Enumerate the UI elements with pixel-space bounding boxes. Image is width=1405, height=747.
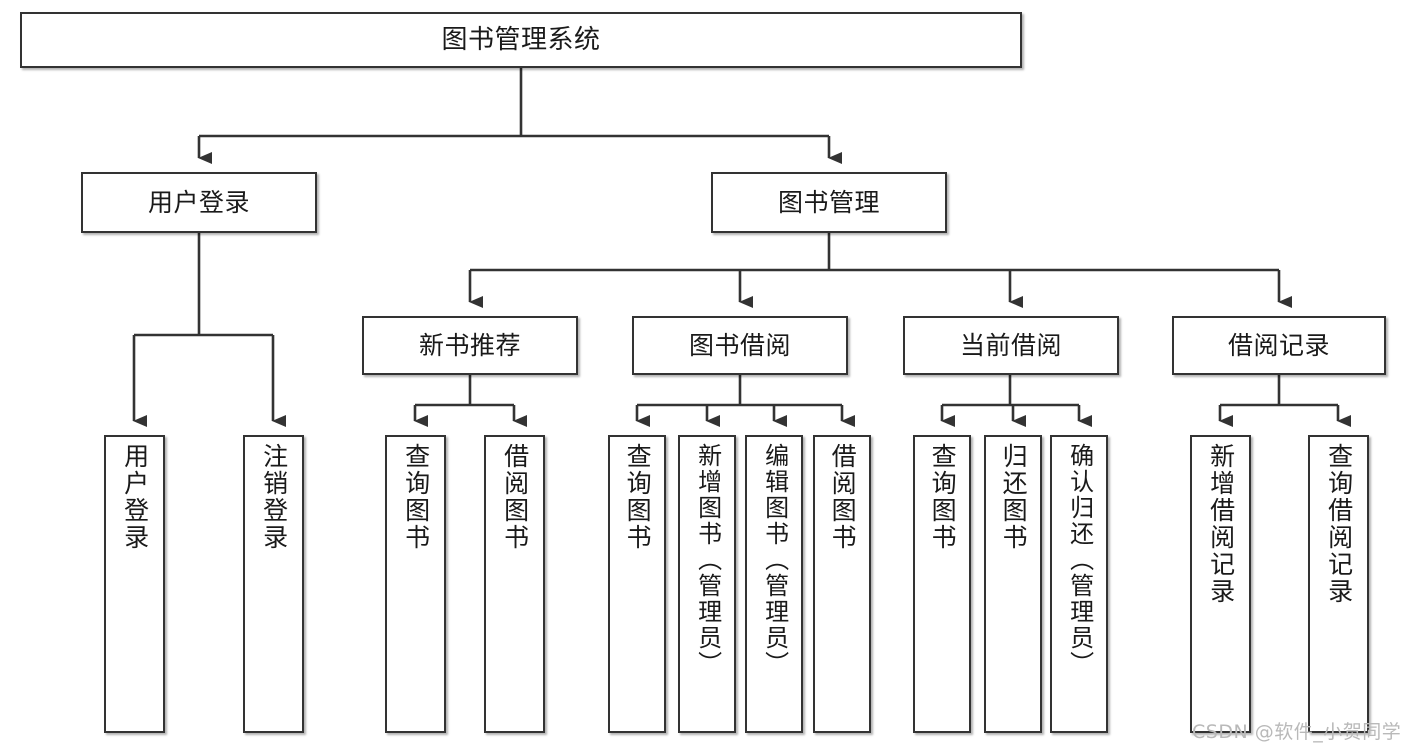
node-leaf-borrow-book-1-label: 借阅图书 (500, 443, 530, 551)
node-leaf-add-record[interactable]: 新增借阅记录 (1190, 435, 1251, 733)
node-new-book-rec[interactable]: 新书推荐 (362, 316, 578, 375)
node-leaf-query-book-2-label: 查询图书 (623, 443, 653, 551)
node-leaf-query-book-3-label: 查询图书 (928, 443, 958, 551)
node-root[interactable]: 图书管理系统 (20, 12, 1022, 68)
node-book-manage-label: 图书管理 (777, 187, 880, 217)
node-leaf-borrow-book-2-label: 借阅图书 (828, 443, 858, 551)
node-current-borrow[interactable]: 当前借阅 (903, 316, 1119, 375)
node-leaf-add-book[interactable]: 新增图书（管理员） (678, 435, 736, 733)
node-user-login[interactable]: 用户登录 (81, 172, 317, 233)
watermark: CSDN @软件_小贺同学 (1192, 721, 1402, 743)
node-leaf-user-login-label: 用户登录 (120, 443, 150, 551)
node-book-borrow-label: 图书借阅 (688, 330, 791, 360)
node-leaf-add-book-label: 新增图书（管理员） (693, 443, 722, 677)
node-leaf-return-book-label: 归还图书 (999, 443, 1029, 551)
node-user-login-label: 用户登录 (147, 187, 250, 217)
node-leaf-logout-login-label: 注销登录 (259, 443, 289, 551)
node-leaf-borrow-book-2[interactable]: 借阅图书 (813, 435, 871, 733)
node-leaf-query-book-2[interactable]: 查询图书 (608, 435, 666, 733)
node-leaf-confirm-return-label: 确认归还（管理员） (1065, 443, 1094, 677)
node-leaf-borrow-book-1[interactable]: 借阅图书 (484, 435, 545, 733)
node-root-label: 图书管理系统 (441, 24, 601, 55)
node-new-book-rec-label: 新书推荐 (418, 330, 521, 360)
node-leaf-query-book-1[interactable]: 查询图书 (385, 435, 446, 733)
node-leaf-confirm-return[interactable]: 确认归还（管理员） (1050, 435, 1108, 733)
node-leaf-query-book-3[interactable]: 查询图书 (913, 435, 971, 733)
node-leaf-add-record-label: 新增借阅记录 (1206, 443, 1236, 605)
node-book-manage[interactable]: 图书管理 (711, 172, 947, 233)
node-leaf-user-login[interactable]: 用户登录 (104, 435, 165, 733)
node-leaf-edit-book[interactable]: 编辑图书（管理员） (745, 435, 803, 733)
node-borrow-record-label: 借阅记录 (1227, 330, 1330, 360)
node-book-borrow[interactable]: 图书借阅 (632, 316, 848, 375)
node-leaf-edit-book-label: 编辑图书（管理员） (760, 443, 789, 677)
node-leaf-query-record-label: 查询借阅记录 (1324, 443, 1354, 605)
node-current-borrow-label: 当前借阅 (959, 330, 1062, 360)
node-leaf-query-record[interactable]: 查询借阅记录 (1308, 435, 1369, 733)
node-leaf-query-book-1-label: 查询图书 (401, 443, 431, 551)
node-leaf-return-book[interactable]: 归还图书 (984, 435, 1042, 733)
node-borrow-record[interactable]: 借阅记录 (1172, 316, 1386, 375)
node-leaf-logout-login[interactable]: 注销登录 (243, 435, 304, 733)
